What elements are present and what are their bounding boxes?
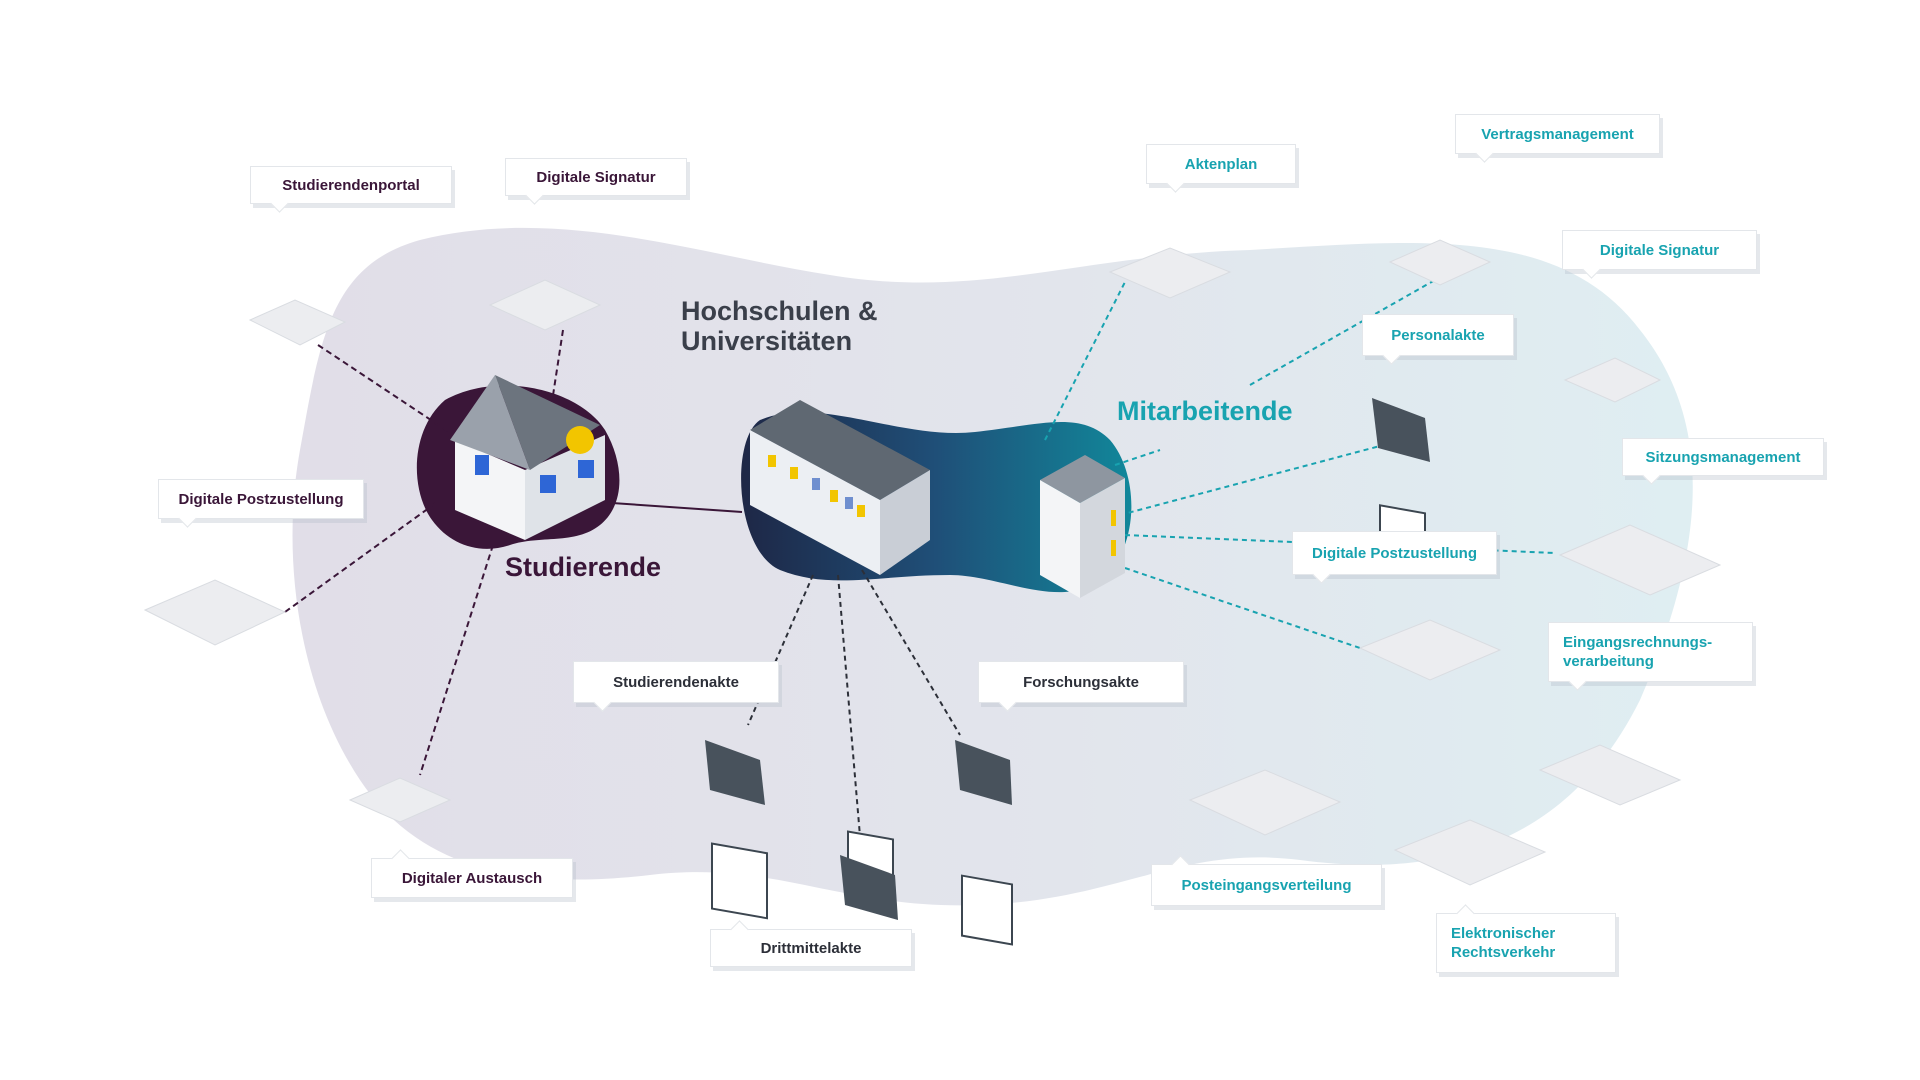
callout-staff-digitale-postzustellung: Digitale Postzustellung	[1292, 531, 1497, 575]
callout-posteingangsverteilung: Posteingangsverteilung	[1151, 864, 1382, 906]
hub-title: Hochschulen & Universitäten	[681, 296, 878, 356]
callout-staff-digitale-signatur: Digitale Signatur	[1562, 230, 1757, 270]
callout-personalakte: Personalakte	[1362, 314, 1514, 356]
callout-vertragsmanagement: Vertragsmanagement	[1455, 114, 1660, 154]
callout-student-digitale-postzustellung: Digitale Postzustellung	[158, 479, 364, 519]
staff-building	[1040, 455, 1125, 598]
callout-sitzungsmanagement: Sitzungsmanagement	[1622, 438, 1824, 476]
callout-digitaler-austausch: Digitaler Austausch	[371, 858, 573, 898]
student-group-title: Studierende	[505, 552, 662, 582]
callout-elektronischer-rechtsverkehr: Elektronischer Rechtsverkehr	[1436, 913, 1616, 973]
staff-group-title: Mitarbeitende	[1117, 396, 1293, 426]
callout-aktenplan: Aktenplan	[1146, 144, 1296, 184]
callout-studierendenportal: Studierendenportal	[250, 166, 452, 204]
callout-student-digitale-signatur: Digitale Signatur	[505, 158, 687, 196]
callout-eingangsrechnungsverarbeitung: Eingangsrechnungs- verarbeitung	[1548, 622, 1753, 682]
student-connectors	[284, 329, 743, 776]
file-folders	[705, 398, 1430, 946]
callout-drittmittelakte: Drittmittelakte	[710, 929, 912, 967]
staff-connectors	[1044, 279, 1556, 649]
workstation-platforms	[143, 239, 1722, 886]
callout-studierendenakte: Studierendenakte	[573, 661, 779, 703]
callout-forschungsakte: Forschungsakte	[978, 661, 1184, 703]
university-building	[750, 400, 930, 575]
student-house	[450, 375, 605, 540]
